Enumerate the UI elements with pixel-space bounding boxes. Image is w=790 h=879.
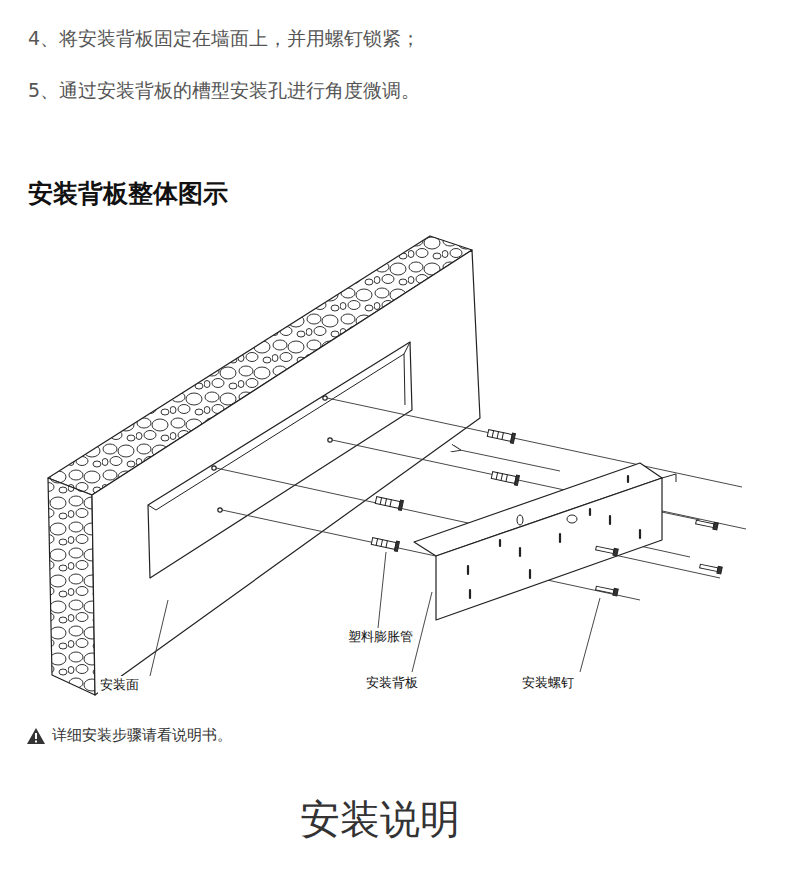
- wall-recess: [148, 342, 412, 578]
- warning-icon: [27, 728, 45, 744]
- footer-caption: 安装说明: [300, 792, 460, 847]
- warning-note: 详细安装步骤请看说明书。: [52, 726, 232, 745]
- part-label: 安装背板: [364, 674, 420, 692]
- wall-end-face: [48, 478, 95, 695]
- step-text: 4、将安装背板固定在墙面上，并用螺钉锁紧；: [28, 26, 420, 52]
- mounting-bracket: [414, 463, 676, 620]
- part-label: 安装螺钉: [520, 674, 576, 692]
- step-text: 5、通过安装背板的槽型安装孔进行角度微调。: [28, 78, 420, 104]
- mounting-screws: [595, 519, 722, 596]
- part-label: 安装面: [98, 676, 141, 694]
- part-label: 塑料膨胀管: [346, 628, 415, 646]
- section-heading: 安装背板整体图示: [28, 177, 228, 210]
- leader-lines: [150, 552, 600, 676]
- mounting-face: [92, 250, 480, 695]
